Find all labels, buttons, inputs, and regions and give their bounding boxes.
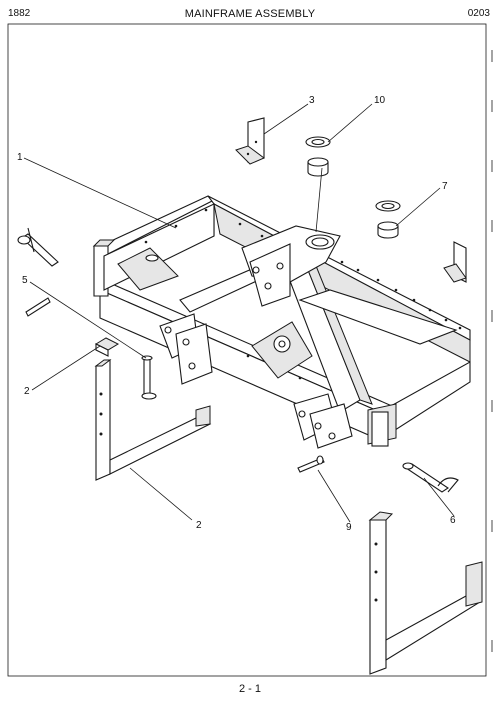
angle-bracket bbox=[235, 117, 265, 165]
page-title: MAINFRAME ASSEMBLY bbox=[184, 8, 316, 20]
callout-1: 1 bbox=[17, 152, 23, 163]
callouts: 1 2 2 3 5 6 7 9 10 bbox=[17, 95, 456, 533]
parking-stand-right bbox=[368, 511, 483, 675]
washer-bushing-2 bbox=[375, 200, 401, 239]
callout-6: 6 bbox=[450, 515, 456, 526]
callout-10: 10 bbox=[374, 95, 386, 106]
clevis-pin bbox=[297, 455, 325, 473]
lynch-pin bbox=[402, 462, 459, 493]
page-border bbox=[7, 23, 487, 677]
hitch-pin-left bbox=[17, 227, 59, 267]
washer-bushing bbox=[305, 136, 331, 177]
parking-stand bbox=[94, 359, 212, 481]
stand-pin bbox=[141, 355, 157, 400]
pin bbox=[25, 297, 51, 317]
callout-9: 9 bbox=[346, 522, 352, 533]
angle-bracket-right bbox=[443, 241, 467, 283]
callout-7: 7 bbox=[442, 181, 448, 192]
callout-5: 5 bbox=[22, 275, 28, 286]
leader-lines bbox=[23, 103, 455, 523]
revision-code: 0203 bbox=[467, 8, 490, 19]
callout-2b: 2 bbox=[196, 520, 202, 531]
model-number: 1882 bbox=[8, 8, 31, 19]
stand-cap bbox=[94, 337, 120, 357]
callout-3: 3 bbox=[309, 95, 315, 106]
page-number: 2 - 1 bbox=[238, 683, 261, 695]
callout-2: 2 bbox=[24, 386, 30, 397]
mainframe bbox=[92, 195, 471, 449]
